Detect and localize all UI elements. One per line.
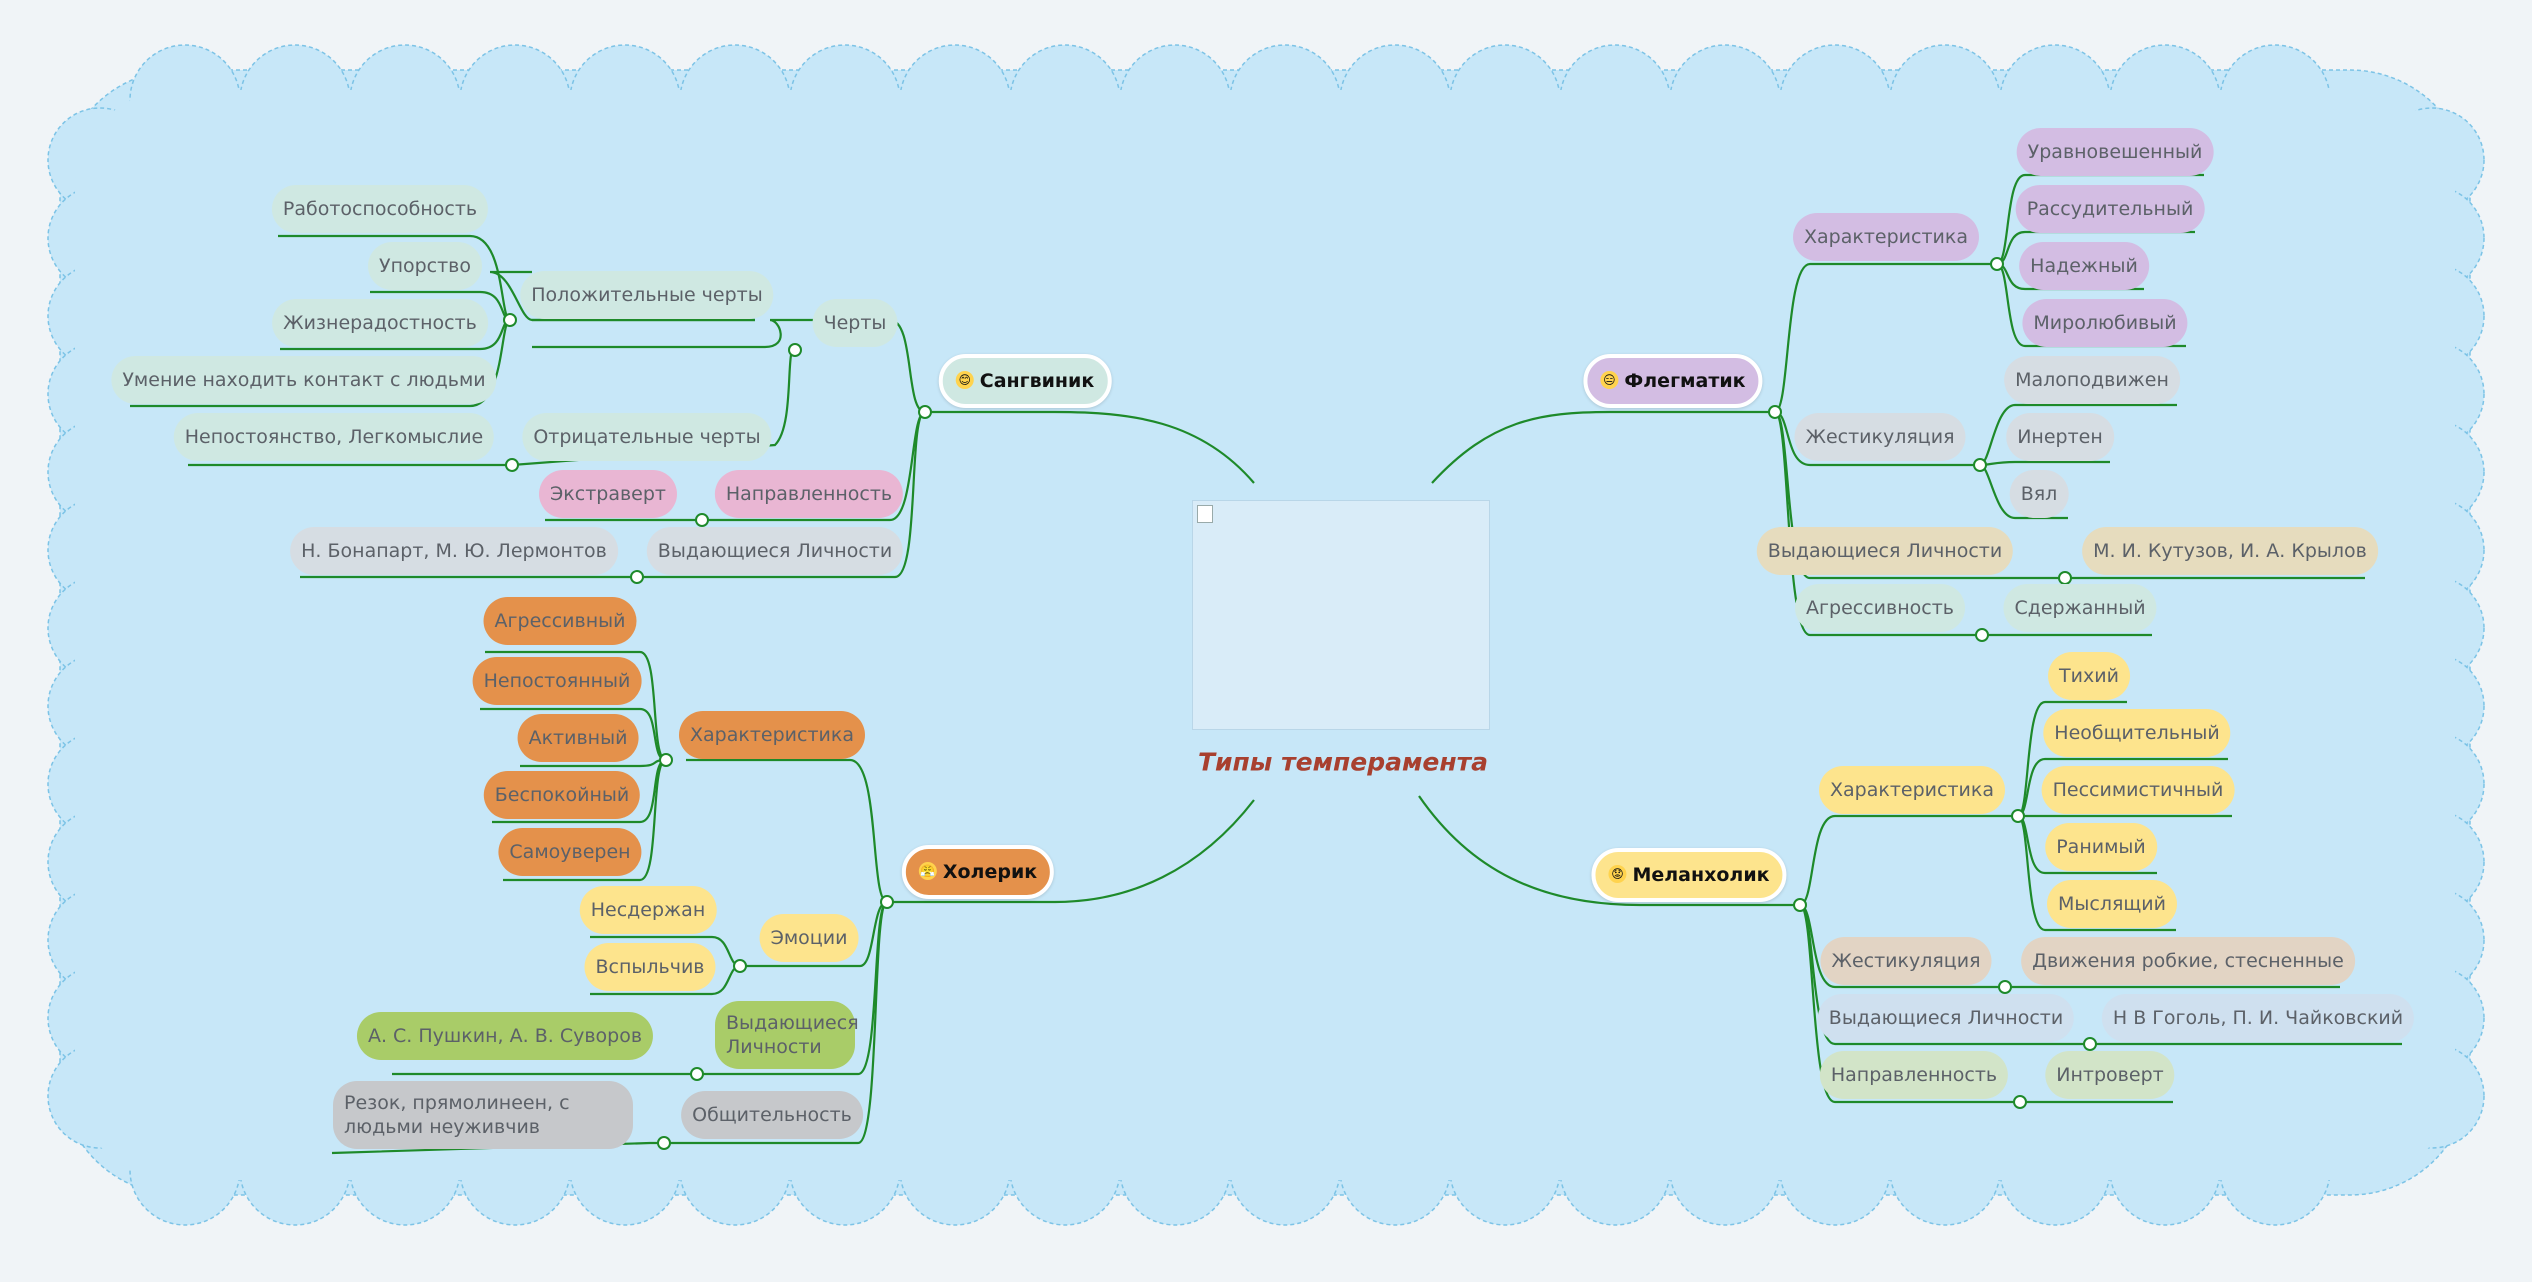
gestures-item[interactable]: Вял — [2009, 470, 2069, 518]
choleric-people-value[interactable]: А. С. Пушкин, А. В. Суворов — [356, 1012, 654, 1060]
melancholic-direction-value[interactable]: Интроверт — [2045, 1051, 2175, 1099]
sanguine-direction-value[interactable]: Экстраверт — [539, 470, 677, 518]
sanguine-people[interactable]: Выдающиеся Личности — [646, 527, 904, 575]
negative-item[interactable]: Непостоянство, Легкомыслие — [173, 413, 495, 461]
emotions-item[interactable]: Вспыльчив — [584, 943, 716, 991]
sanguine-people-value[interactable]: Н. Бонапарт, М. Ю. Лермонтов — [290, 527, 618, 575]
phlegmatic-people[interactable]: Выдающиеся Личности — [1756, 527, 2014, 575]
melancholic-direction[interactable]: Направленность — [1819, 1051, 2009, 1099]
gestures-item[interactable]: Малоподвижен — [2004, 356, 2180, 404]
positive-item[interactable]: Работоспособность — [271, 185, 489, 233]
smile-emoji-icon: 😊 — [955, 370, 974, 389]
center-image — [1192, 500, 1490, 730]
sad-emoji-icon: 😟 — [1608, 864, 1627, 883]
topic-choleric[interactable]: 😤 Холерик — [901, 845, 1055, 899]
melancholic-people[interactable]: Выдающиеся Личности — [1817, 994, 2075, 1042]
characteristic-item[interactable]: Миролюбивый — [2022, 299, 2188, 347]
sanguine-negative[interactable]: Отрицательные черты — [522, 413, 772, 461]
characteristic-item[interactable]: Необщительный — [2043, 709, 2231, 757]
topic-melancholic[interactable]: 😟 Меланхолик — [1591, 848, 1787, 902]
characteristic-item[interactable]: Пессимистичный — [2041, 766, 2235, 814]
topic-label: Сангвиник — [979, 370, 1095, 392]
characteristic-item[interactable]: Мыслящий — [2046, 880, 2178, 928]
topic-phlegmatic[interactable]: 😑 Флегматик — [1583, 354, 1763, 408]
characteristic-item[interactable]: Самоуверен — [498, 828, 642, 876]
choleric-sociability-value[interactable]: Резок, прямолинеен, с людьми неуживчив — [333, 1081, 633, 1149]
melancholic-gestures[interactable]: Жестикуляция — [1820, 937, 1992, 985]
positive-item[interactable]: Жизнерадостность — [272, 299, 488, 347]
characteristic-item[interactable]: Надежный — [2019, 242, 2149, 290]
choleric-characteristic[interactable]: Характеристика — [679, 711, 865, 759]
phlegmatic-gestures[interactable]: Жестикуляция — [1794, 413, 1966, 461]
phlegmatic-aggression-value[interactable]: Сдержанный — [2003, 584, 2157, 632]
melancholic-gestures-value[interactable]: Движения робкие, стесненные — [2021, 937, 2355, 985]
characteristic-item[interactable]: Уравновешенный — [2016, 128, 2214, 176]
gestures-item[interactable]: Инертен — [2006, 413, 2114, 461]
choleric-emotions[interactable]: Эмоции — [759, 914, 859, 962]
characteristic-item[interactable]: Рассудительный — [2015, 185, 2205, 233]
characteristic-item[interactable]: Ранимый — [2045, 823, 2157, 871]
sanguine-direction[interactable]: Направленность — [714, 470, 904, 518]
positive-item[interactable]: Упорство — [367, 242, 483, 290]
sanguine-traits[interactable]: Черты — [812, 299, 898, 347]
choleric-people[interactable]: Выдающиеся Личности — [715, 1001, 859, 1069]
neutral-emoji-icon: 😑 — [1600, 370, 1619, 389]
topic-sanguine[interactable]: 😊 Сангвиник — [938, 354, 1112, 408]
topic-label: Холерик — [942, 861, 1038, 883]
characteristic-item[interactable]: Тихий — [2048, 652, 2130, 700]
melancholic-characteristic[interactable]: Характеристика — [1819, 766, 2005, 814]
topic-label: Флегматик — [1624, 370, 1746, 392]
center-title[interactable]: Типы темперамента — [1197, 747, 1489, 777]
phlegmatic-people-value[interactable]: М. И. Кутузов, И. А. Крылов — [2082, 527, 2378, 575]
characteristic-item[interactable]: Активный — [517, 714, 639, 762]
phlegmatic-characteristic[interactable]: Характеристика — [1793, 213, 1979, 261]
phlegmatic-aggression[interactable]: Агрессивность — [1795, 584, 1965, 632]
topic-label: Меланхолик — [1632, 864, 1770, 886]
sanguine-positive[interactable]: Положительные черты — [520, 271, 774, 319]
angry-emoji-icon: 😤 — [918, 861, 937, 880]
melancholic-people-value[interactable]: Н В Гоголь, П. И. Чайковский — [2101, 994, 2415, 1042]
positive-item[interactable]: Умение находить контакт с людьми — [111, 356, 497, 404]
broken-image-icon — [1197, 505, 1213, 523]
junction-dots — [503, 257, 2097, 1150]
characteristic-item[interactable]: Беспокойный — [483, 771, 641, 819]
characteristic-item[interactable]: Агрессивный — [483, 597, 637, 645]
choleric-sociability[interactable]: Общительность — [681, 1091, 863, 1139]
emotions-item[interactable]: Несдержан — [579, 886, 717, 934]
characteristic-item[interactable]: Непостоянный — [472, 657, 642, 705]
